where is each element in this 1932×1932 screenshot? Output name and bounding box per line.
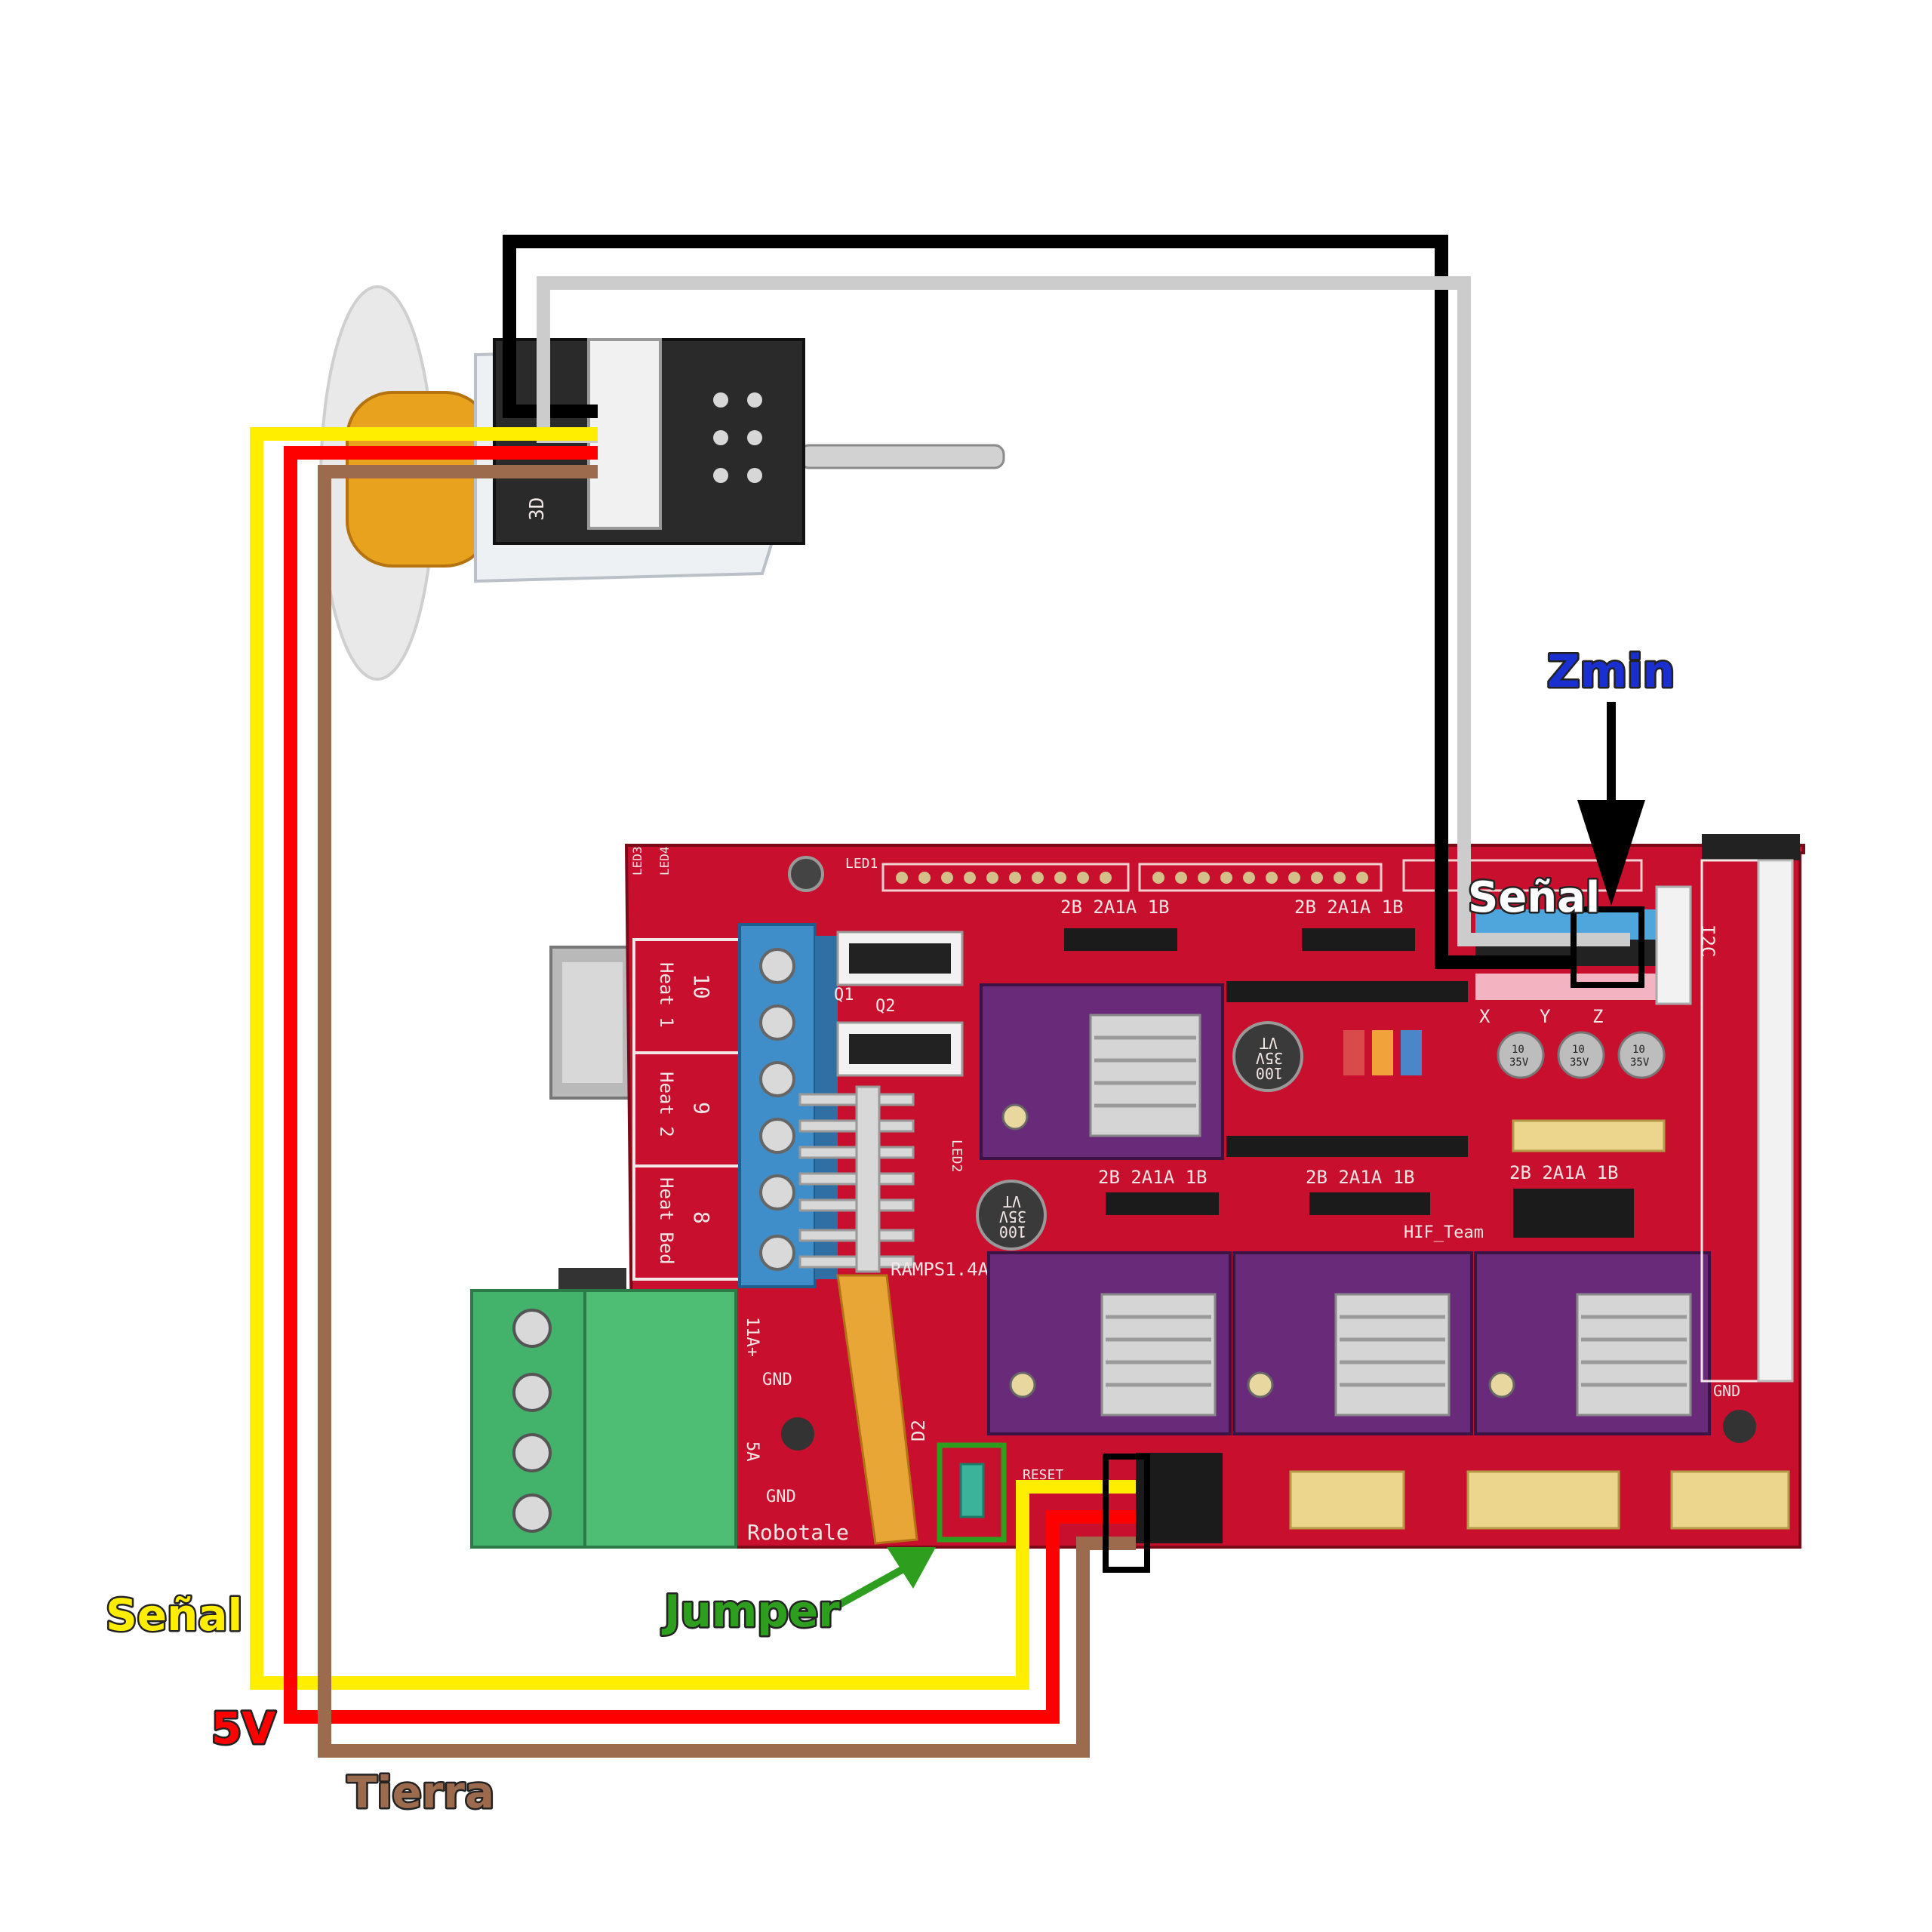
small-capacitors: [1497, 1031, 1666, 1079]
driver-pins-label-3: 2B 2A1A 1B: [1098, 1167, 1208, 1188]
signal-label-left: Señal: [106, 1589, 242, 1641]
jumper-highlight-box: [937, 1442, 1007, 1543]
aux-header-white: [1757, 859, 1794, 1383]
svg-text:100: 100: [999, 1223, 1026, 1241]
svg-text:35V: 35V: [999, 1208, 1026, 1226]
axis-z-label: Z: [1592, 1006, 1603, 1027]
gnd-label-2: GND: [766, 1487, 796, 1506]
amp11-label: 11A+: [743, 1317, 761, 1357]
small-cap-2: 10: [1572, 1044, 1585, 1056]
gnd-label-1: GND: [762, 1371, 792, 1389]
servo-header-highlight-box: [1103, 1454, 1150, 1573]
driver-pins-label-5: 2B 2A1A 1B: [1509, 1162, 1619, 1183]
small-cap-2-v: 35V: [1570, 1057, 1589, 1069]
small-cap-1-v: 35V: [1509, 1057, 1529, 1069]
d2-label: D2: [908, 1420, 929, 1441]
v5-label: 5V: [211, 1703, 275, 1754]
ms-jumper-1: [1343, 1030, 1364, 1075]
heat2-number: 9: [689, 1102, 714, 1115]
driver-e1: [1232, 1251, 1473, 1435]
i2c-label: I2C: [1697, 924, 1718, 957]
led4-label: LED4: [657, 846, 672, 875]
ramps-label: RAMPS1.4A: [891, 1259, 989, 1280]
heat2-name: Heat 2: [656, 1072, 677, 1137]
sensor-connector: [587, 338, 662, 530]
team-label: HIF_Team: [1404, 1223, 1484, 1242]
q2-label: Q2: [875, 997, 896, 1016]
heater-terminal-block: [738, 923, 838, 1288]
capacitor-2: 100 35V VT: [976, 1180, 1047, 1251]
kapton-tape: [346, 391, 492, 568]
driver-e0: [987, 1251, 1232, 1435]
signal-label-top: Señal: [1468, 873, 1600, 922]
jumper-cap: [959, 1463, 985, 1518]
heat1-number: 10: [689, 974, 714, 999]
maker-label: Robotale: [747, 1520, 849, 1545]
aux-header-bottom: [1136, 1453, 1223, 1543]
axis-x-label: X: [1479, 1006, 1491, 1027]
gnd-label-3: GND: [1713, 1382, 1740, 1400]
driver-e2: [1474, 1251, 1711, 1435]
driver-pins-label-1: 2B 2A1A 1B: [1060, 897, 1170, 918]
ms-jumper-2: [1372, 1030, 1393, 1075]
heat1-name: Heat 1: [656, 962, 677, 1028]
ramps-board: 10 Heat 1 9 Heat 2 8 Heat Bed Q1 Q2: [470, 834, 1805, 1549]
svg-text:100: 100: [1256, 1064, 1283, 1082]
wire-signal: [250, 427, 1136, 1690]
zmin-highlight-box: [1571, 906, 1644, 988]
svg-text:VT: VT: [1003, 1192, 1021, 1211]
q1-label: Q1: [834, 986, 854, 1004]
driver-x: [980, 983, 1224, 1160]
wire-black: [503, 235, 1571, 969]
small-cap-1: 10: [1512, 1044, 1524, 1056]
svg-text:35V: 35V: [1256, 1049, 1283, 1067]
power-terminal: [470, 1289, 737, 1549]
reset-label: RESET: [1023, 1467, 1063, 1483]
ms-jumper-3: [1401, 1030, 1422, 1075]
wires: [250, 235, 1630, 1758]
jumper-label: Jumper: [661, 1586, 840, 1637]
led3-label: LED3: [630, 846, 645, 875]
svg-text:VT: VT: [1260, 1034, 1278, 1052]
led1-label: LED1: [845, 856, 878, 872]
capacitor-1: 100 35V VT: [1232, 1021, 1303, 1092]
hall-sensor: 3D: [319, 285, 1005, 681]
led2-label: LED2: [949, 1140, 964, 1172]
zmin-arrow: [1577, 702, 1645, 906]
driver-pins-label-4: 2B 2A1A 1B: [1306, 1167, 1415, 1188]
sensor-pads: [713, 392, 762, 483]
amp5-label: 5A: [743, 1441, 761, 1462]
ground-label: Tierra: [347, 1767, 494, 1818]
wire-5v: [284, 446, 1136, 1724]
driver-headers: [1064, 928, 1634, 1238]
wire-ground: [318, 465, 1136, 1758]
yellow-headers: [1289, 1119, 1790, 1530]
i2c-connector: [1655, 885, 1692, 1005]
small-cap-3-v: 35V: [1630, 1057, 1650, 1069]
heatbed-number: 8: [689, 1211, 714, 1224]
driver-pins-label-2: 2B 2A1A 1B: [1294, 897, 1404, 918]
axis-y-label: Y: [1540, 1006, 1551, 1027]
small-cap-3: 10: [1632, 1044, 1645, 1056]
sensor-shaft: [798, 444, 1005, 469]
zmin-label: Zmin: [1547, 645, 1675, 698]
heatsink: [798, 1085, 915, 1273]
heatbed-name: Heat Bed: [656, 1177, 677, 1265]
stepper-drivers: [980, 983, 1711, 1435]
jumper-arrow: [832, 1547, 936, 1611]
polyfuse: [836, 1274, 918, 1545]
sensor-pcb-text: 3D: [526, 497, 549, 521]
top-headers: [881, 859, 1643, 892]
